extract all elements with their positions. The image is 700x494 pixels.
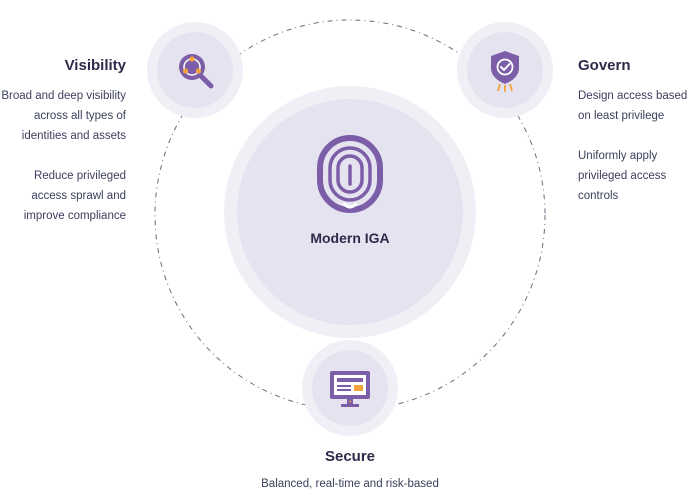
shield-check-icon <box>491 51 519 92</box>
secure-heading: Secure <box>324 448 376 465</box>
orbit-ring <box>154 19 546 411</box>
network-magnifier-icon <box>179 54 214 89</box>
monitor-dashboard-icon <box>330 371 370 407</box>
secure-paragraph-1: Balanced, real-time and risk-based <box>261 478 439 490</box>
fingerprint-icon <box>317 135 383 213</box>
govern-paragraph-2: Uniformly apply privileged access contro… <box>578 150 667 202</box>
govern-paragraph-1: Design access based on least privilege <box>578 90 688 122</box>
visibility-paragraph-2: Reduce privileged access sprawl and impr… <box>23 170 126 222</box>
visibility-heading: Visibility <box>64 57 126 74</box>
visibility-paragraph-1: Broad and deep visibility across all typ… <box>1 90 126 142</box>
govern-heading: Govern <box>578 57 631 74</box>
hub-label: Modern IGA <box>310 230 390 246</box>
